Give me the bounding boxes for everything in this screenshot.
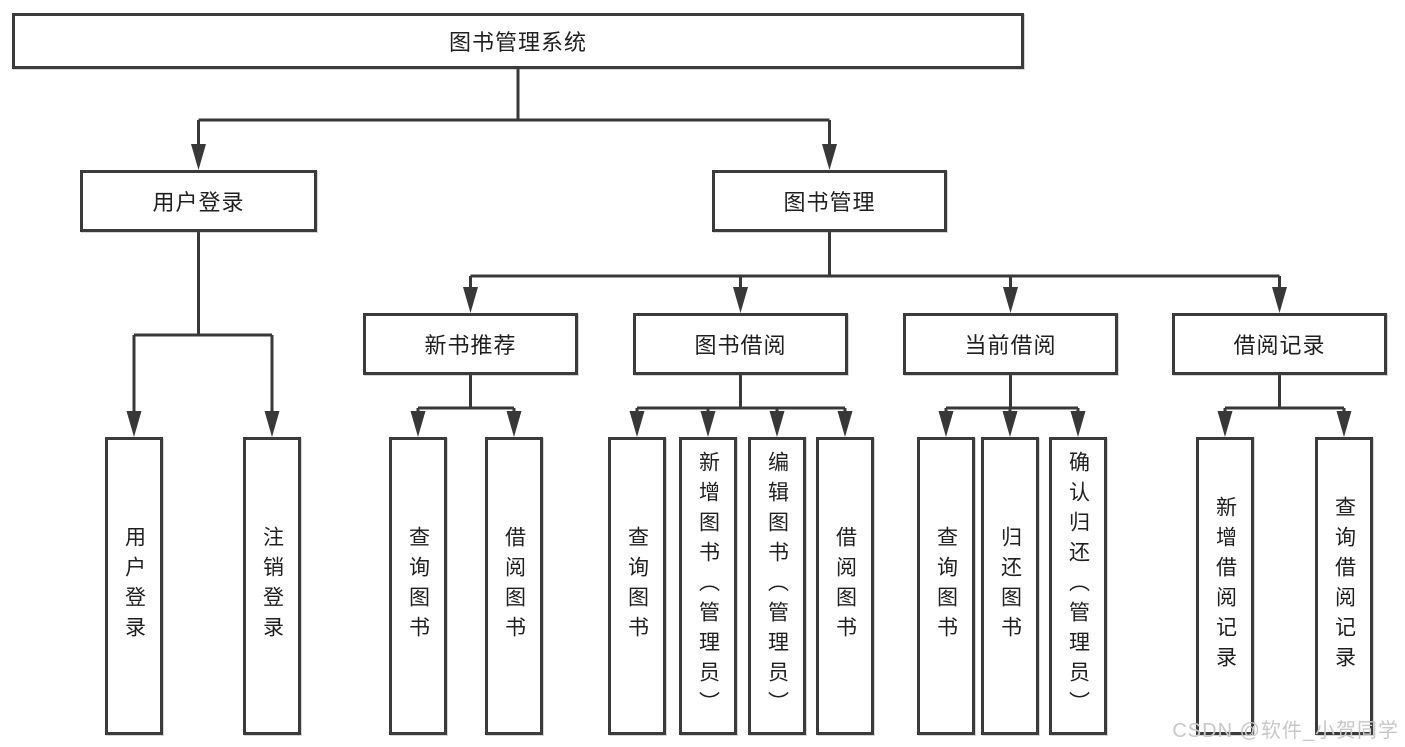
arrowhead xyxy=(191,144,206,170)
arrowhead xyxy=(1070,411,1086,437)
leaf-borrow-books-recommendation: 借阅图书 xyxy=(485,437,543,735)
arrowhead xyxy=(822,144,837,170)
connector-recommendation-to-leaves xyxy=(410,375,522,437)
node-book-borrowing: 图书借阅 xyxy=(633,313,848,375)
arrowhead xyxy=(700,411,716,437)
arrowhead xyxy=(410,411,426,437)
node-borrowing-records: 借阅记录 xyxy=(1172,313,1387,375)
leaf-query-books-recommendation: 查询图书 xyxy=(389,437,447,735)
connector-user-login-to-leaves xyxy=(126,232,280,437)
node-label: 归还图书 xyxy=(998,526,1022,646)
node-label: 借阅记录 xyxy=(1233,333,1326,358)
node-new-book-recommendation: 新书推荐 xyxy=(363,313,578,375)
arrowhead xyxy=(1217,411,1233,437)
arrowhead xyxy=(1002,411,1018,437)
node-label: 借阅图书 xyxy=(502,526,526,646)
leaf-logout: 注销登录 xyxy=(243,437,301,735)
node-user-login: 用户登录 xyxy=(80,170,317,232)
node-label: 新书推荐 xyxy=(424,333,517,358)
leaf-add-borrowing-record: 新增借阅记录 xyxy=(1196,437,1254,735)
node-label: 查询图书 xyxy=(934,526,958,646)
leaf-query-books-current: 查询图书 xyxy=(917,437,975,735)
leaf-confirm-return-admin: 确认归还（管理员） xyxy=(1049,437,1107,735)
arrowhead xyxy=(264,411,280,437)
node-label: 查询借阅记录 xyxy=(1332,496,1356,676)
connector-borrowing-to-leaves xyxy=(629,375,853,437)
node-label: 借阅图书 xyxy=(833,526,857,646)
connector-current-to-leaves xyxy=(938,375,1086,437)
node-label: 注销登录 xyxy=(260,526,284,646)
node-label: 用户登录 xyxy=(152,190,245,215)
arrowhead xyxy=(629,411,645,437)
node-book-management: 图书管理 xyxy=(712,170,947,232)
node-current-borrowing: 当前借阅 xyxy=(903,313,1118,375)
arrowhead xyxy=(506,411,522,437)
arrowhead xyxy=(938,411,954,437)
node-label: 新增图书（管理员） xyxy=(696,451,720,721)
csdn-watermark: CSDN @软件_小贺同学 xyxy=(1172,720,1399,742)
node-label: 新增借阅记录 xyxy=(1213,496,1237,676)
leaf-user-login: 用户登录 xyxy=(105,437,163,735)
leaf-query-books-borrowing: 查询图书 xyxy=(608,437,666,735)
leaf-edit-book-admin: 编辑图书（管理员） xyxy=(748,437,806,735)
node-label: 编辑图书（管理员） xyxy=(765,451,789,721)
arrowhead xyxy=(733,287,748,313)
arrowhead xyxy=(1272,287,1287,313)
node-label: 图书管理系统 xyxy=(448,30,587,55)
connector-root-to-level2 xyxy=(191,69,837,170)
arrowhead xyxy=(1336,411,1352,437)
arrowhead xyxy=(837,411,853,437)
arrowhead xyxy=(463,287,478,313)
leaf-add-book-admin: 新增图书（管理员） xyxy=(679,437,737,735)
connector-records-to-leaves xyxy=(1217,375,1352,437)
node-library-management-system: 图书管理系统 xyxy=(12,13,1024,69)
node-label: 图书管理 xyxy=(783,190,876,215)
node-label: 当前借阅 xyxy=(964,333,1057,358)
node-label: 用户登录 xyxy=(122,526,146,646)
node-label: 查询图书 xyxy=(625,526,649,646)
arrowhead xyxy=(1003,287,1018,313)
leaf-borrow-books-borrowing: 借阅图书 xyxy=(816,437,874,735)
node-label: 查询图书 xyxy=(406,526,430,646)
arrowhead xyxy=(126,411,142,437)
node-label: 确认归还（管理员） xyxy=(1066,451,1090,721)
leaf-query-borrowing-record: 查询借阅记录 xyxy=(1315,437,1373,735)
connector-book-management-to-level3 xyxy=(463,232,1287,313)
leaf-return-books: 归还图书 xyxy=(981,437,1039,735)
arrowhead xyxy=(769,411,785,437)
node-label: 图书借阅 xyxy=(694,333,787,358)
